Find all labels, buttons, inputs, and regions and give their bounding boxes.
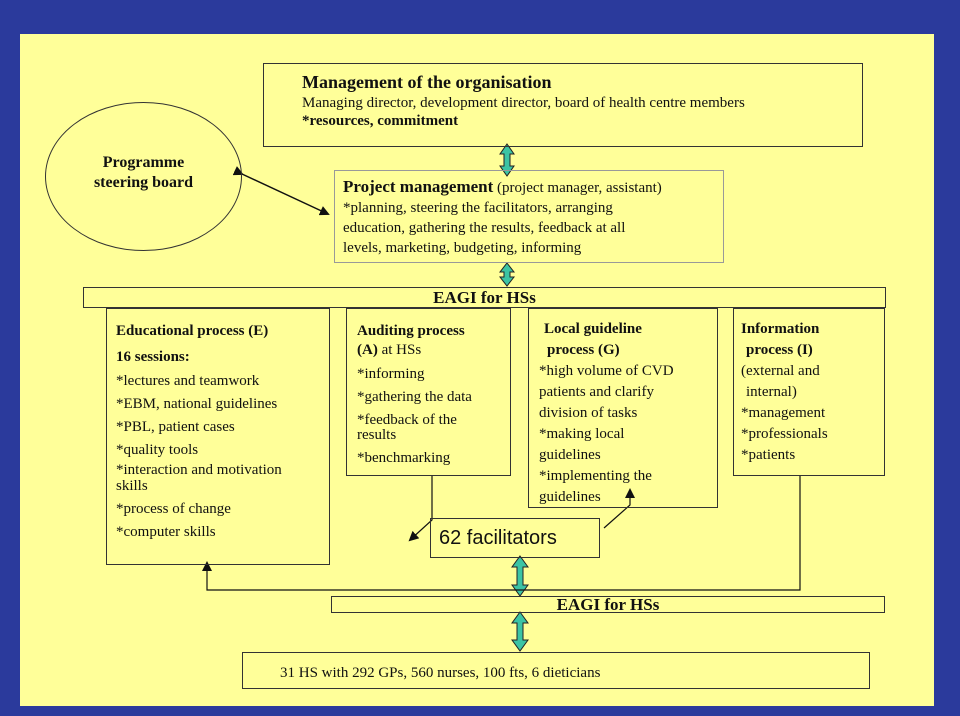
project-box: Project management (project manager, ass…: [334, 170, 724, 263]
eagi-bottom-bar: EAGI for HSs: [331, 595, 885, 614]
educational-item: *EBM, national guidelines: [116, 396, 278, 412]
local-item: division of tasks: [539, 405, 638, 421]
auditing-title: Auditing process: [357, 323, 465, 339]
project-line: *planning, steering the facilitators, ar…: [343, 200, 613, 216]
educational-item: *quality tools: [116, 442, 199, 458]
eagi-bottom-label: EAGI for HSs: [556, 595, 660, 614]
information-item: *professionals: [741, 426, 828, 442]
local-item: *high volume of CVD: [539, 363, 674, 379]
information-item: (external and: [741, 363, 820, 379]
management-project-arrow: [499, 143, 515, 177]
auditing-item: results: [357, 427, 397, 443]
project-title-suffix: (project manager, assistant): [493, 180, 662, 196]
management-line1: Managing director, development director,…: [302, 95, 745, 111]
local-title1: Local guideline: [544, 321, 642, 337]
eagi-hs-arrow: [511, 611, 529, 652]
auditing-loop-connector: [408, 476, 433, 542]
information-title2: process (I): [746, 342, 813, 358]
local-guideline-box: Local guideline process (G) *high volume…: [528, 308, 718, 508]
project-eagi-arrow: [498, 262, 516, 287]
hs-summary-box: 31 HS with 292 GPs, 560 nurses, 100 fts,…: [242, 652, 870, 689]
educational-item: *computer skills: [116, 524, 216, 540]
local-item: guidelines: [539, 447, 601, 463]
local-loop-connector: [603, 488, 635, 529]
hs-summary-label: 31 HS with 292 GPs, 560 nurses, 100 fts,…: [280, 665, 601, 681]
educational-sessions: 16 sessions:: [116, 349, 190, 365]
steering-board-ellipse: Programme steering board: [45, 102, 242, 251]
auditing-item: *benchmarking: [357, 450, 451, 466]
eagi-top-label: EAGI for HSs: [433, 288, 536, 307]
information-title1: Information: [741, 321, 820, 337]
information-item: *patients: [741, 447, 796, 463]
management-title: Management of the organisation: [302, 72, 552, 92]
project-line: education, gathering the results, feedba…: [343, 220, 626, 236]
educational-box: Educational process (E) 16 sessions: *le…: [106, 308, 330, 565]
auditing-item: *gathering the data: [357, 389, 472, 405]
facilitators-box: 62 facilitators: [430, 518, 600, 558]
steering-project-connector: [232, 166, 330, 216]
information-item: internal): [746, 384, 797, 400]
management-line2: *resources, commitment: [302, 113, 459, 129]
educational-item: skills: [116, 478, 148, 494]
educational-item: *process of change: [116, 501, 231, 517]
project-line: levels, marketing, budgeting, informing: [343, 240, 582, 256]
feedback-loop-connector: [202, 476, 801, 591]
auditing-box: Auditing process (A) at HSs *informing *…: [346, 308, 511, 476]
steering-line1: Programme: [102, 154, 185, 171]
eagi-top-bar: EAGI for HSs: [83, 287, 886, 308]
project-title: Project management: [343, 177, 494, 196]
local-item: *making local: [539, 426, 625, 442]
educational-title: Educational process (E): [116, 323, 269, 339]
local-item: *implementing the: [539, 468, 652, 484]
local-item: patients and clarify: [539, 384, 654, 400]
management-box: Management of the organisation Managing …: [263, 63, 863, 147]
auditing-subtitle-bold: (A): [357, 342, 378, 358]
auditing-item: *informing: [357, 366, 425, 382]
auditing-item: *feedback of the: [357, 412, 457, 428]
local-item: guidelines: [539, 489, 601, 505]
auditing-subtitle-rest: at HSs: [377, 342, 422, 358]
facilitators-label: 62 facilitators: [439, 527, 557, 549]
information-item: *management: [741, 405, 826, 421]
steering-line2: steering board: [93, 174, 194, 191]
educational-item: *lectures and teamwork: [116, 373, 260, 389]
educational-item: *PBL, patient cases: [116, 419, 235, 435]
local-title2: process (G): [547, 342, 620, 358]
information-box: Information process (I) (external and in…: [733, 308, 885, 476]
educational-item: *interaction and motivation: [116, 462, 282, 478]
